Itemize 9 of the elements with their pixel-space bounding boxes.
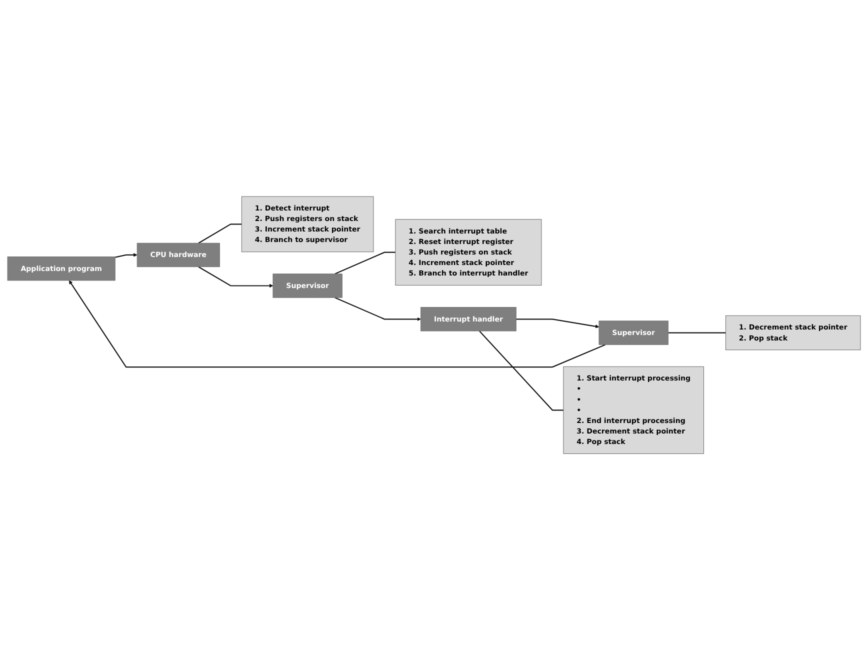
arrow	[115, 252, 138, 258]
connector	[668, 332, 726, 334]
arrow	[334, 297, 421, 321]
connector	[334, 252, 396, 274]
arrow	[68, 280, 606, 368]
connector	[198, 224, 242, 244]
arrow	[198, 266, 274, 288]
connector	[479, 330, 564, 411]
arrow	[516, 318, 600, 328]
